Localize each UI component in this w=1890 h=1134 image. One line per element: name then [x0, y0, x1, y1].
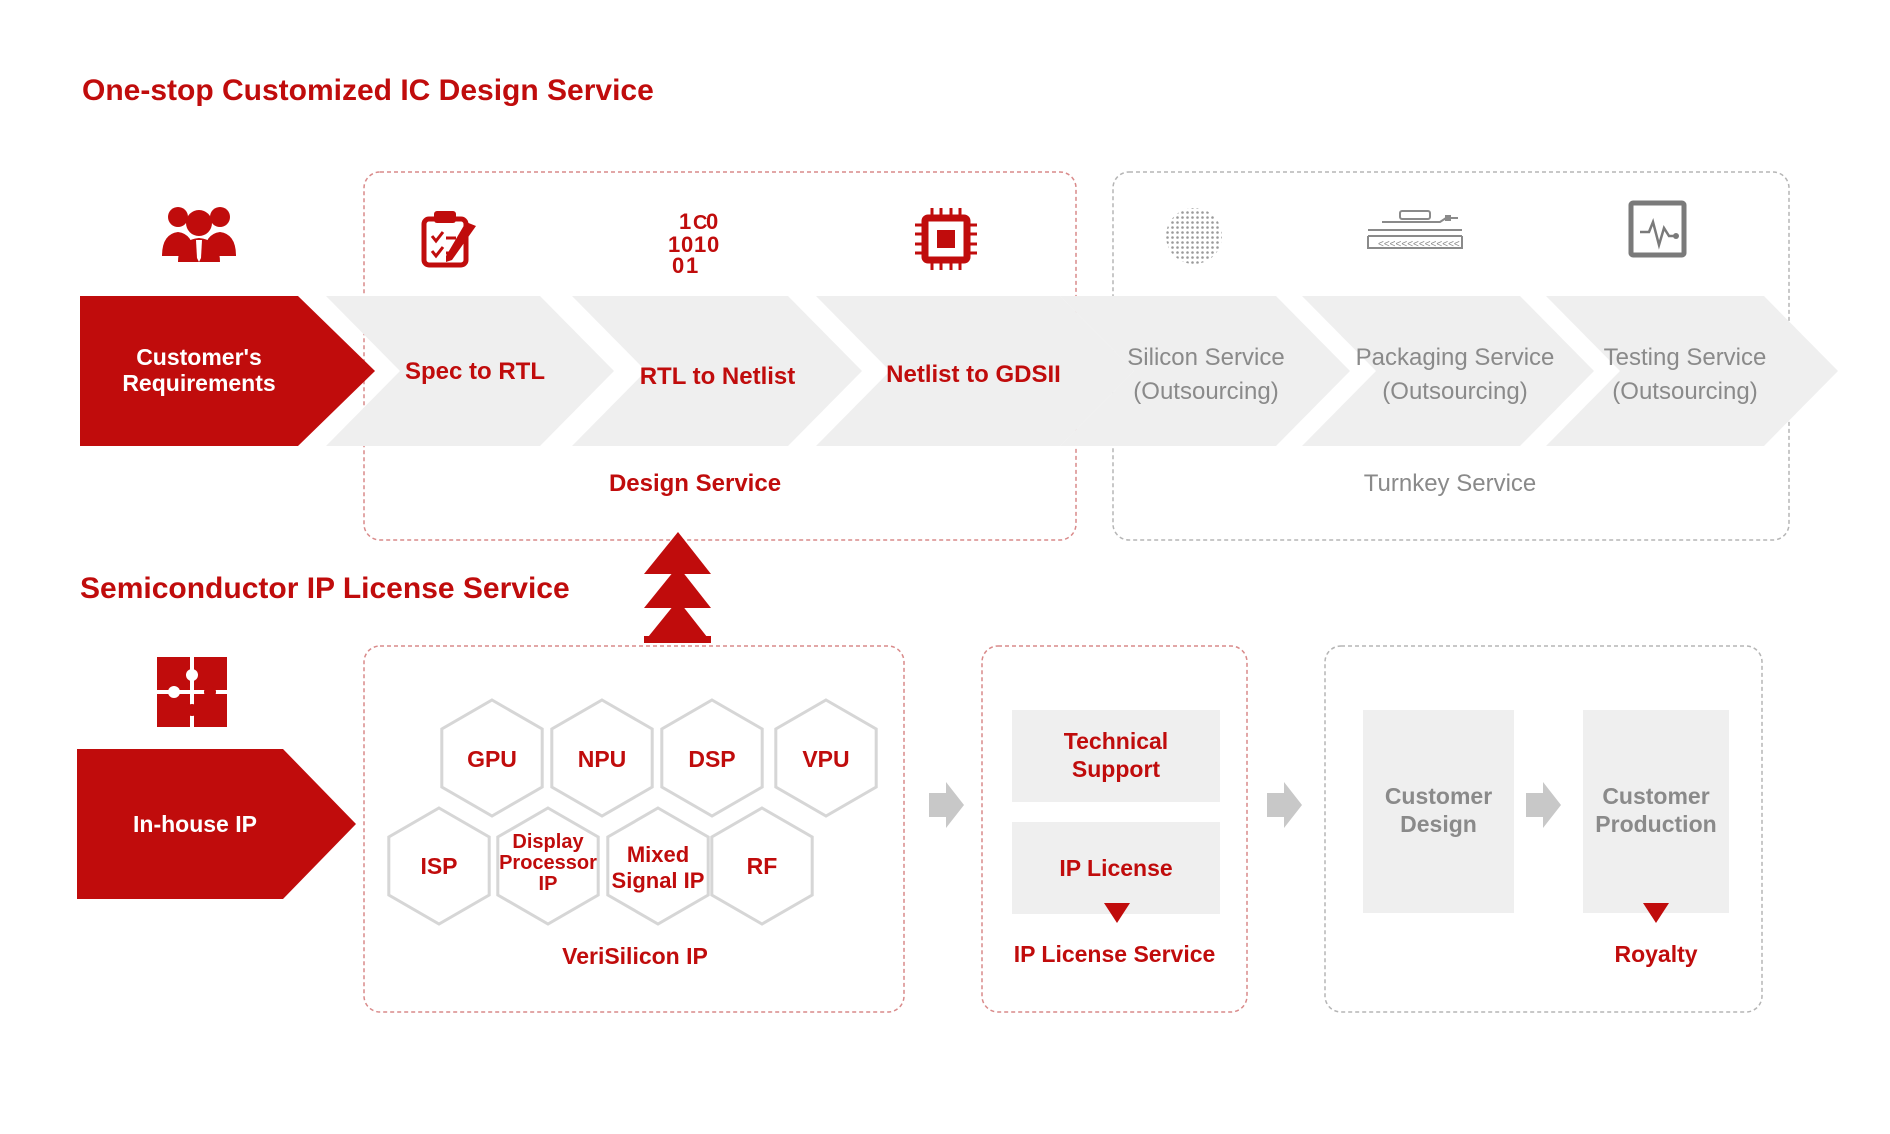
ip-cell-vpu: VPU: [802, 746, 850, 772]
ip-cell-dsp: DSP: [688, 746, 736, 772]
testing-service-line1: Testing Service: [1603, 344, 1767, 371]
technical-support-box: [1012, 710, 1220, 802]
chevron-spec-to-rtl: [326, 296, 614, 446]
svg-text:0: 0: [706, 209, 718, 234]
silicon-service-label: Silicon Service (Outsourcing): [1106, 341, 1306, 409]
customer-box: [1324, 645, 1763, 1013]
ip-license-box: [1012, 822, 1220, 914]
customer-requirements-line1: Customer's: [136, 344, 262, 370]
technical-support-label: Technical Support: [1012, 727, 1220, 783]
customer-requirements-label: Customer's Requirements: [92, 344, 306, 397]
chevron-packaging-service: [1302, 296, 1594, 446]
packaging-service-label: Packaging Service (Outsourcing): [1340, 341, 1570, 409]
customer-requirements-arrow: [80, 296, 375, 446]
step-netlist-to-gdsii-label: Netlist to GDSII: [886, 361, 1061, 388]
testing-service-line2: (Outsourcing): [1612, 378, 1758, 405]
design-service-heading: One-stop Customized IC Design Service: [82, 74, 654, 107]
people-group-icon: [162, 207, 236, 262]
ip-cell-display-processor-ip: Display Processor IP: [488, 832, 608, 895]
mixed-line2: Signal IP: [611, 868, 705, 893]
svg-text:1: 1: [679, 209, 691, 234]
svg-text:<<<<<<<<<<<<<<: <<<<<<<<<<<<<<: [1378, 239, 1460, 250]
chevron-rtl-to-netlist: [572, 296, 862, 446]
puzzle-pieces-icon: [157, 657, 227, 727]
svg-text:0: 0: [707, 232, 719, 257]
customer-design-box: [1363, 710, 1514, 913]
packaging-service-line1: Packaging Service: [1355, 344, 1555, 371]
clipboard-checklist-icon: [421, 211, 476, 268]
in-house-ip-label: In-house IP: [133, 811, 257, 837]
step-rtl-to-netlist-label: RTL to Netlist: [639, 363, 796, 390]
silicon-wafer-icon: [1166, 208, 1222, 264]
customer-design-line2: Design: [1400, 811, 1477, 837]
customer-production-label: Customer Production: [1583, 782, 1729, 838]
customer-design-label: Customer Design: [1363, 782, 1514, 838]
ip-cell-isp: ISP: [420, 853, 458, 879]
customer-production-box: [1583, 710, 1729, 913]
waveform-monitor-icon: [1628, 200, 1687, 258]
svg-text:1: 1: [668, 232, 680, 257]
chip-icon: [915, 208, 977, 270]
arrow-ip-to-license: [929, 782, 964, 828]
customer-design-line1: Customer: [1384, 783, 1493, 809]
process-chevrons: [326, 296, 1838, 446]
ip-cell-gpu: GPU: [467, 746, 517, 772]
turnkey-service-group-label: Turnkey Service: [1363, 470, 1537, 497]
svg-text:1: 1: [694, 232, 706, 257]
packaging-service-line2: (Outsourcing): [1382, 378, 1528, 405]
svg-text:1: 1: [686, 253, 698, 278]
ip-license-down-arrow: [1104, 903, 1130, 923]
hex-display-processor-ip: [496, 806, 600, 926]
hex-isp: [387, 806, 491, 926]
ip-cell-rf: RF: [746, 853, 778, 879]
design-service-box: [363, 171, 1077, 541]
mixed-line1: Mixed: [626, 842, 690, 867]
ip-license-heading: Semiconductor IP License Service: [80, 572, 570, 605]
grey-flow-arrows: [929, 782, 1561, 828]
display-line3: IP: [538, 873, 558, 895]
triple-up-arrow: [644, 532, 711, 643]
design-service-group-label: Design Service: [608, 470, 782, 497]
customer-requirements-line2: Requirements: [122, 370, 276, 397]
ip-cell-mixed-signal-ip: Mixed Signal IP: [598, 842, 718, 894]
chevron-netlist-to-gdsii: [816, 296, 1134, 446]
royalty-down-arrow: [1643, 903, 1669, 923]
arrow-design-to-production: [1526, 782, 1561, 828]
verisilicon-ip-box: [363, 645, 905, 1013]
testing-service-label: Testing Service (Outsourcing): [1585, 341, 1785, 409]
hex-dsp: [660, 698, 764, 818]
silicon-service-line2: (Outsourcing): [1133, 378, 1279, 405]
chevron-silicon-service: [1060, 296, 1350, 446]
hex-mixed-signal-ip: [606, 806, 710, 926]
customer-production-line1: Customer: [1602, 783, 1710, 809]
ip-cell-npu: NPU: [577, 746, 627, 772]
verisilicon-ip-label: VeriSilicon IP: [562, 943, 708, 969]
svg-text:0: 0: [681, 232, 693, 257]
chevron-testing-service: [1546, 296, 1838, 446]
silicon-service-line1: Silicon Service: [1127, 344, 1285, 371]
customer-production-line2: Production: [1595, 811, 1717, 837]
hex-vpu: [774, 698, 878, 818]
ip-license-service-label: IP License Service: [1013, 941, 1216, 967]
hex-rf: [710, 806, 814, 926]
technical-support-line1: Technical: [1063, 728, 1169, 754]
display-line1: Display: [512, 831, 584, 853]
arrow-license-to-customer: [1267, 782, 1302, 828]
technical-support-line2: Support: [1071, 756, 1161, 782]
display-line2: Processor: [499, 852, 597, 874]
in-house-ip-arrow: [77, 749, 356, 899]
svg-text:C: C: [693, 212, 707, 234]
royalty-label: Royalty: [1614, 941, 1698, 967]
hex-gpu: [440, 698, 544, 818]
step-spec-to-rtl-label: Spec to RTL: [404, 358, 545, 385]
package-substrate-icon: <<<<<<<<<<<<<<: [1367, 210, 1463, 250]
svg-text:0: 0: [672, 253, 684, 278]
ip-license-label: IP License: [1059, 855, 1173, 881]
hex-npu: [550, 698, 654, 818]
hexagon-layer: [387, 698, 878, 926]
